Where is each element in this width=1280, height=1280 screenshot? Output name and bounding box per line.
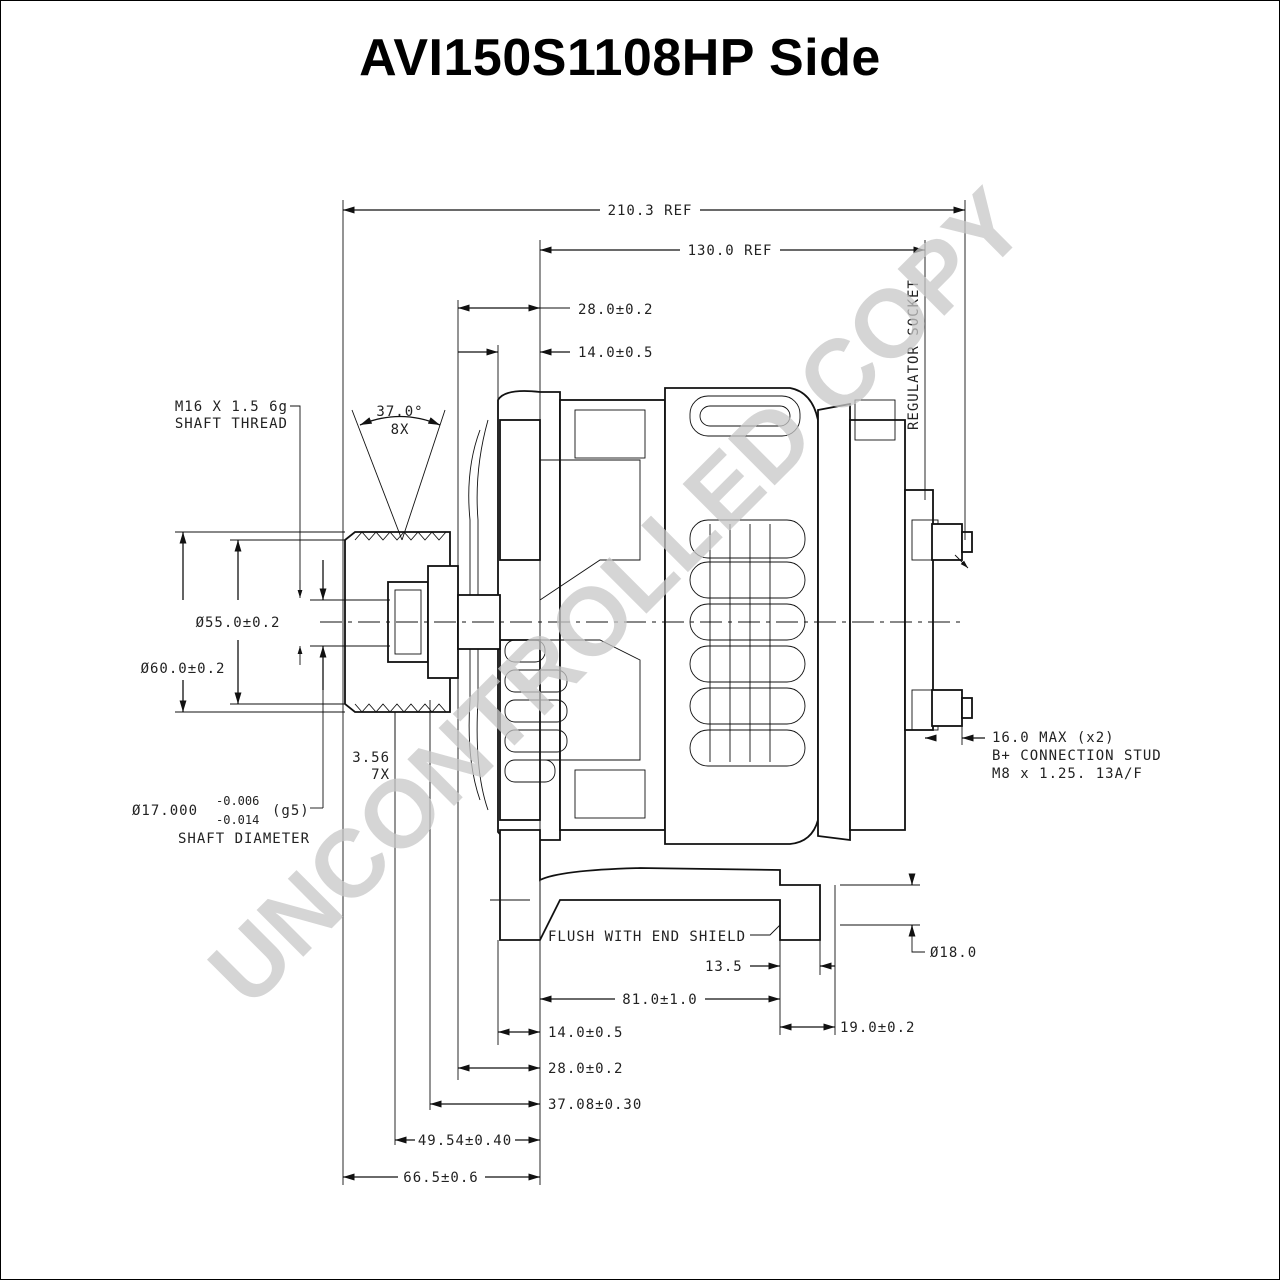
shaft-thread-label: M16 X 1.5 6g — [175, 399, 288, 415]
dim-81-label: 81.0±1.0 — [622, 992, 697, 1008]
body-length-label: 130.0 REF — [688, 243, 773, 259]
dim-28-bottom-label: 28.0±0.2 — [548, 1061, 623, 1077]
shaft-thread-caption: SHAFT THREAD — [175, 416, 288, 432]
groove-angle-label: 37.0° — [376, 404, 423, 420]
shaft-dia-label: Ø17.000 — [132, 803, 198, 819]
mount-front-28-label: 28.0±0.2 — [578, 302, 653, 318]
dim-37-label: 37.08±0.30 — [548, 1097, 642, 1113]
stud-max-label: 16.0 MAX (x2) — [992, 730, 1115, 746]
shaft-dia-caption: SHAFT DIAMETER — [178, 831, 310, 847]
groove-pitch-label: 3.56 — [352, 750, 390, 766]
regulator-socket-label: REGULATOR SOCKET — [906, 279, 922, 430]
stud-thread-label: M8 x 1.25. 13A/F — [992, 766, 1143, 782]
dimension-labels: 210.3 REF 130.0 REF 28.0±0.2 14.0±0.5 37… — [132, 200, 1162, 1186]
alternator-body — [320, 387, 973, 941]
b-plus-studs — [931, 523, 973, 727]
fan-fins — [504, 639, 568, 783]
shaft-dia-lower-tol: -0.014 — [216, 813, 259, 827]
cooling-slots — [689, 395, 806, 767]
overall-length-label: 210.3 REF — [608, 203, 693, 219]
mount-front-14-label: 14.0±0.5 — [578, 345, 653, 361]
dim-49-label: 49.54±0.40 — [418, 1133, 512, 1149]
groove-angle-count-label: 8X — [391, 422, 410, 438]
hole-dia-label: Ø18.0 — [930, 945, 977, 961]
drawing-title: AVI150S1108HP Side — [359, 29, 881, 87]
shaft-dia-fit: (g5) — [272, 803, 310, 819]
dim-13-5-label: 13.5 — [705, 959, 743, 975]
dim-14-bottom-label: 14.0±0.5 — [548, 1025, 623, 1041]
groove-pitch-count-label: 7X — [371, 767, 390, 783]
dim-19-label: 19.0±0.2 — [840, 1020, 915, 1036]
dimension-lines — [175, 200, 985, 1185]
flush-label: FLUSH WITH END SHIELD — [548, 929, 746, 945]
stud-label: B+ CONNECTION STUD — [992, 748, 1162, 764]
pulley-dia-55-label: Ø55.0±0.2 — [196, 615, 281, 631]
pulley-dia-60-label: Ø60.0±0.2 — [141, 661, 226, 677]
dim-66-label: 66.5±0.6 — [403, 1170, 478, 1186]
shaft-dia-upper-tol: -0.006 — [216, 794, 259, 808]
